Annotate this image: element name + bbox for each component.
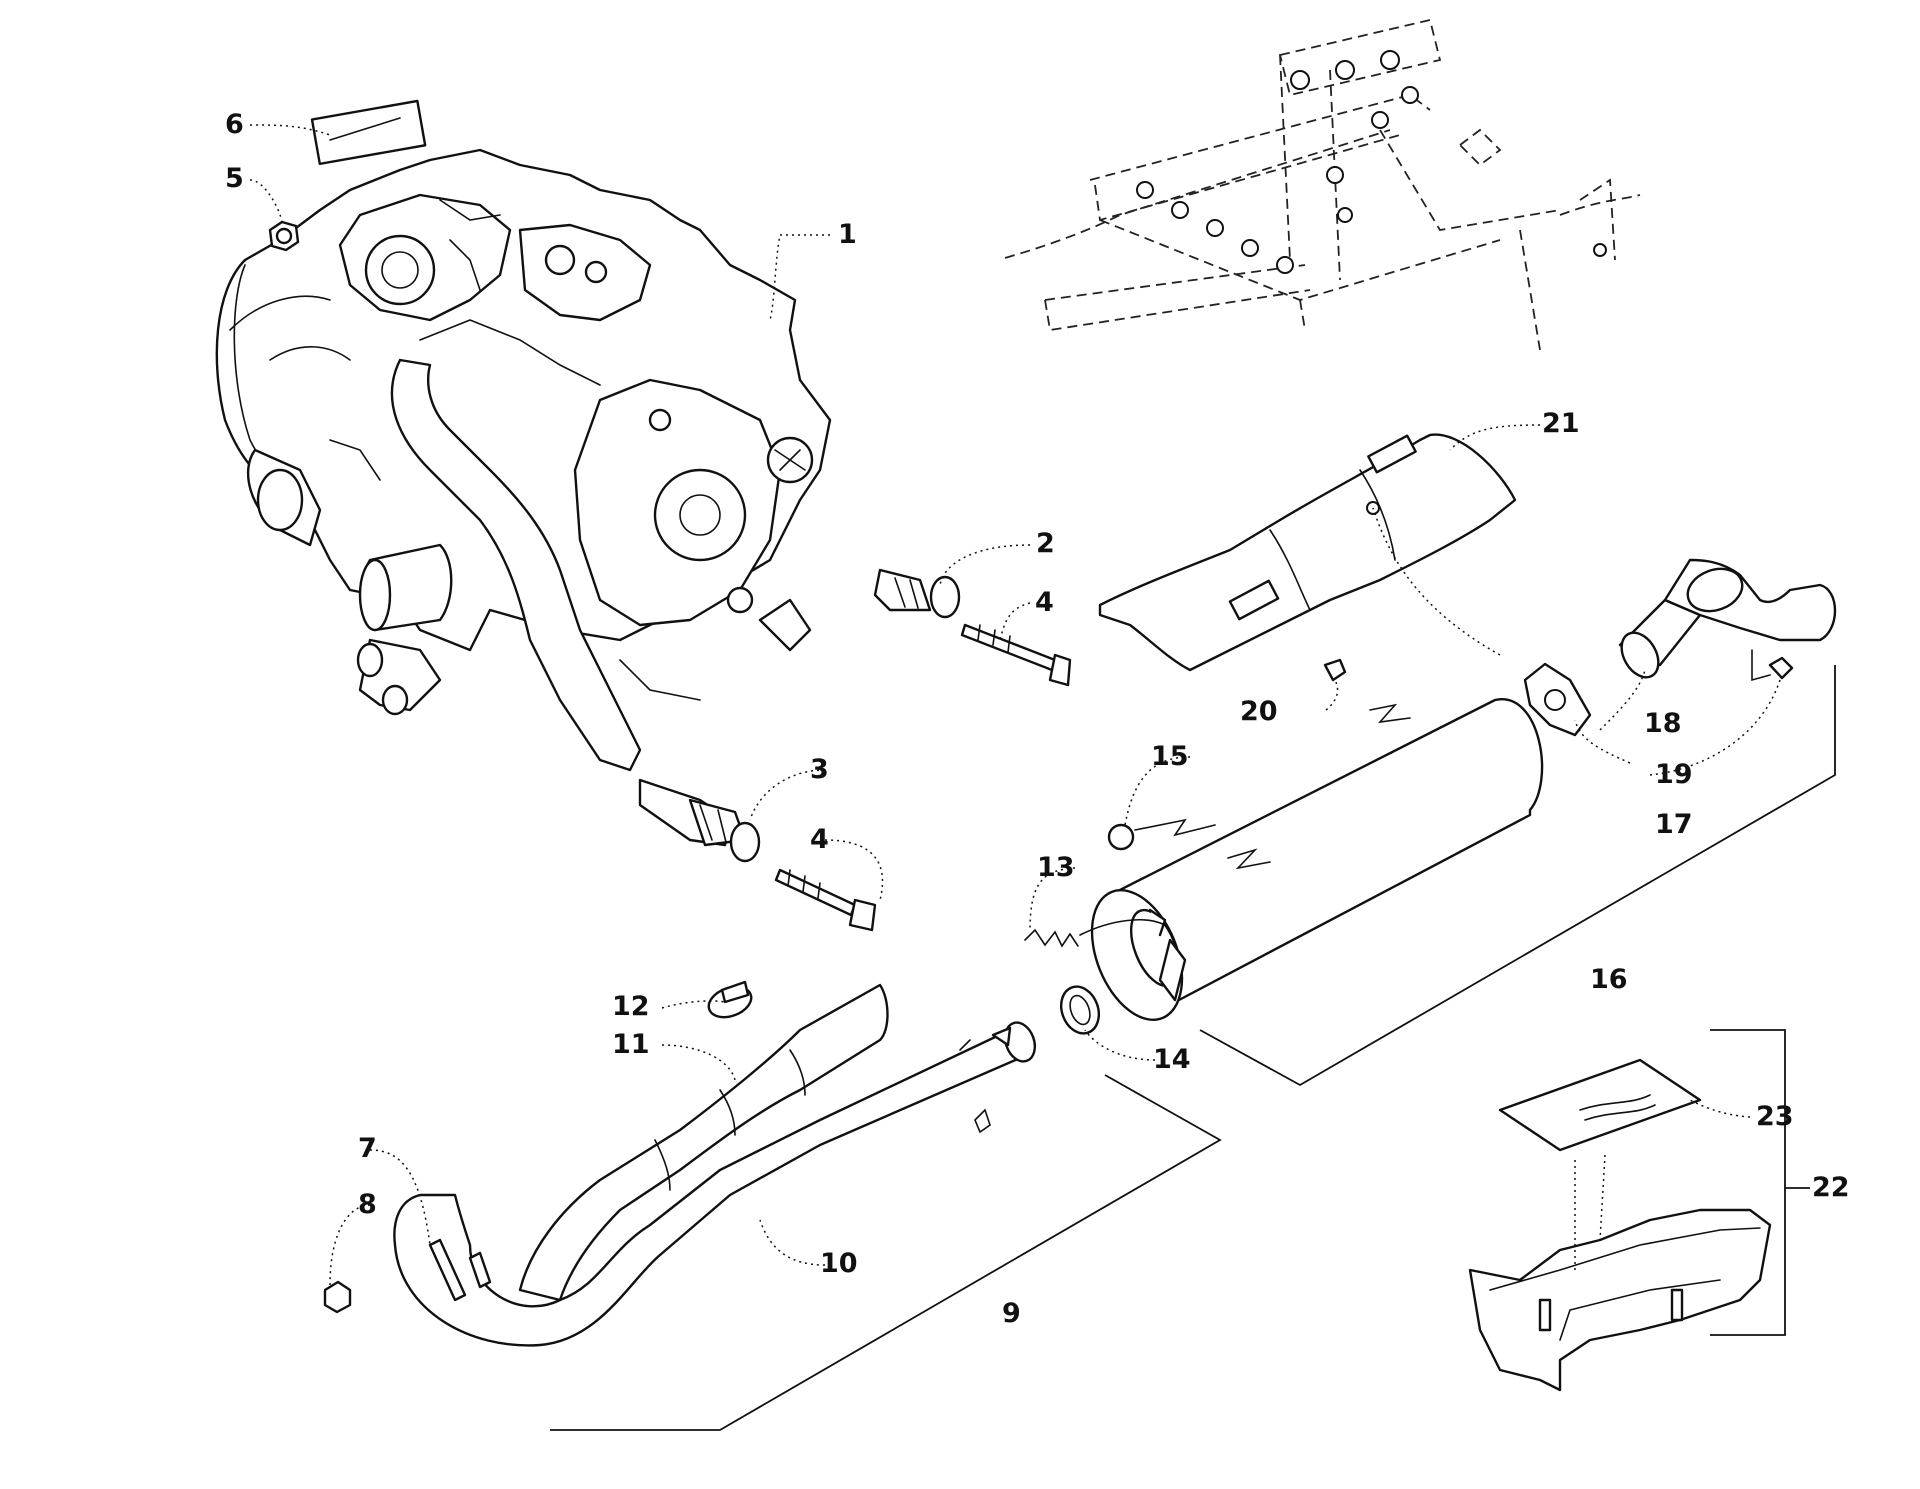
nut-part-5 [268,220,300,252]
engine-mount-3 [638,778,761,863]
callout-16: 16 [1590,964,1628,995]
callout-4-upper: 4 [1035,587,1054,618]
callout-3: 3 [810,754,829,785]
pipe-heat-shield-11 [518,983,889,1302]
engine-mount-2 [873,568,961,619]
seal-ring-14 [1059,985,1101,1035]
callout-2: 2 [1036,528,1055,559]
bolt-part-4-lower [774,868,877,932]
callout-5: 5 [225,163,244,194]
callout-21: 21 [1542,408,1580,439]
callout-10: 10 [820,1248,858,1279]
spring-part-13 [1024,919,1166,948]
callout-23: 23 [1756,1101,1794,1132]
hose-clamp-12 [707,980,753,1019]
callout-18: 18 [1644,708,1682,739]
callout-11: 11 [612,1029,650,1060]
decal-label [310,99,427,166]
heat-shield-21 [1098,433,1517,672]
callout-19: 19 [1655,759,1693,790]
callout-12: 12 [612,991,650,1022]
assembly-brackets [550,665,1836,1431]
skid-plate-22 [1468,1208,1772,1392]
callout-14: 14 [1153,1044,1191,1075]
callout-22: 22 [1812,1172,1850,1203]
bolt-part-4-upper [960,623,1072,687]
decal-part-23 [1498,1058,1702,1152]
callout-6: 6 [225,109,244,140]
callout-20: 20 [1240,696,1278,727]
callout-17: 17 [1655,809,1693,840]
screw-part-20 [1323,658,1347,682]
callout-1: 1 [838,219,857,250]
callout-labels: 1 2 3 4 4 5 6 7 8 9 10 11 12 13 14 15 16… [225,109,1850,1329]
callout-7: 7 [358,1133,377,1164]
grommet-part-15 [1107,818,1216,851]
muffler-assembly-16 [1090,698,1544,1022]
vehicle-frame [1004,18,1641,351]
gasket-part-17 [1523,662,1592,737]
exhaust-flange-7 [428,1238,492,1302]
callout-15: 15 [1151,741,1189,772]
tail-pipe-18 [1618,558,1837,679]
engine-assembly [215,148,832,772]
leader-lines [249,124,1781,1286]
callout-4-lower: 4 [810,824,829,855]
header-pipe-10 [393,1021,1037,1347]
callout-8: 8 [358,1189,377,1220]
callout-9: 9 [1002,1298,1021,1329]
nut-part-8 [323,1280,352,1314]
callout-13: 13 [1037,852,1075,883]
screw-part-19 [1768,656,1794,680]
